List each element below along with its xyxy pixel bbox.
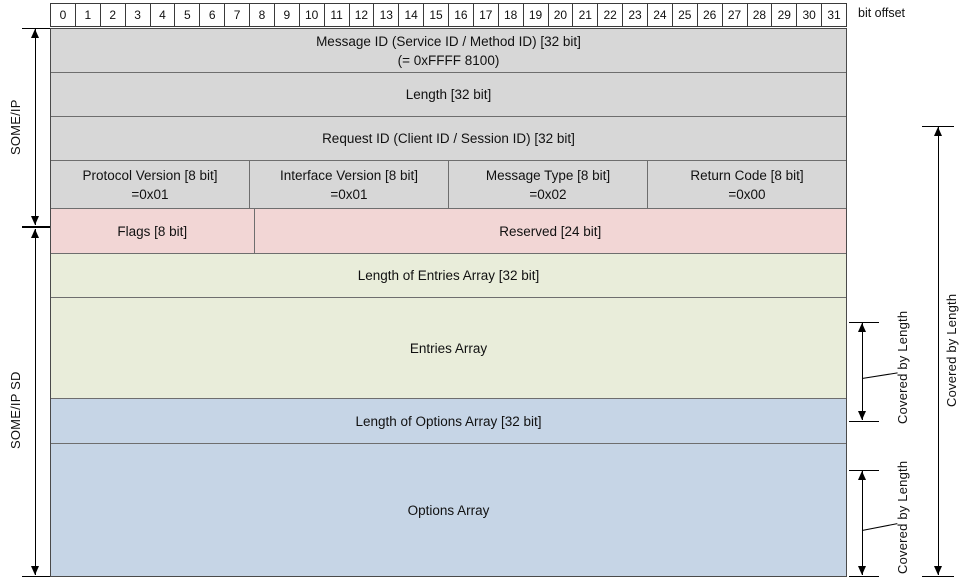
field-title: Length of Options Array [32 bit] xyxy=(355,413,542,429)
packet-field-cell: Flags [8 bit] xyxy=(51,209,255,253)
bit-offset-cell: 0 xyxy=(51,4,76,26)
packet-field-cell: Options Array xyxy=(51,444,846,576)
field-value: =0x02 xyxy=(529,186,567,202)
bit-offset-cell: 2 xyxy=(101,4,126,26)
bit-offset-cell: 20 xyxy=(549,4,574,26)
packet-field-cell: Length of Entries Array [32 bit] xyxy=(51,254,846,297)
options-covered-leader-line xyxy=(861,523,898,531)
bit-offset-cell: 23 xyxy=(623,4,648,26)
bit-offset-cell: 6 xyxy=(200,4,226,26)
packet-field-cell: Message Type [8 bit] =0x02 xyxy=(449,161,648,208)
bit-offset-cell: 22 xyxy=(598,4,624,26)
field-title: Request ID (Client ID / Session ID) [32 … xyxy=(322,131,575,146)
bit-offset-cell: 10 xyxy=(300,4,325,26)
field-title: Interface Version [8 bit] xyxy=(279,167,419,183)
bit-offset-cell: 15 xyxy=(424,4,449,26)
total-covered-by-length-label: Covered by Length xyxy=(944,293,959,407)
someip-span-arrow xyxy=(31,29,39,225)
field-title: Length [32 bit] xyxy=(405,87,492,102)
packet-field-cell: Length of Options Array [32 bit] xyxy=(51,399,846,443)
bit-offset-cell: 1 xyxy=(76,4,101,26)
entries-covered-bottom-tick xyxy=(849,421,879,422)
options-covered-bottom-tick xyxy=(849,576,879,577)
bit-offset-cell: 19 xyxy=(524,4,549,26)
entries-covered-top-tick xyxy=(849,322,879,323)
bit-offset-cell: 25 xyxy=(673,4,698,26)
options-covered-top-tick xyxy=(849,470,879,471)
someipsd-bracket-bottom-tick xyxy=(22,576,50,577)
field-value: (= 0xFFFF 8100) xyxy=(397,52,500,68)
bit-offset-cell: 26 xyxy=(698,4,723,26)
field-title: Return Code [8 bit] xyxy=(690,167,804,183)
bit-offset-cell: 14 xyxy=(399,4,425,26)
packet-row-message-id: Message ID (Service ID / Method ID) [32 … xyxy=(51,29,846,73)
bit-offset-cell: 12 xyxy=(350,4,375,26)
packet-field-cell: Interface Version [8 bit] =0x01 xyxy=(250,161,449,208)
bit-offset-cell: 29 xyxy=(772,4,798,26)
field-title: Message ID (Service ID / Method ID) [32 … xyxy=(316,33,581,49)
someip-section-label: SOME/IP xyxy=(8,99,23,155)
bit-offset-label: bit offset xyxy=(858,6,906,20)
field-title: Entries Array xyxy=(409,340,488,356)
bit-offset-cell: 18 xyxy=(499,4,524,26)
packet-field-cell: Protocol Version [8 bit] =0x01 xyxy=(51,161,250,208)
someip-bracket-bottom-tick xyxy=(22,226,50,227)
packet-row-length-of-options-array: Length of Options Array [32 bit] xyxy=(51,399,846,444)
bit-offset-cell: 17 xyxy=(474,4,499,26)
options-covered-arrow xyxy=(858,471,866,575)
packet-field-cell: Return Code [8 bit] =0x00 xyxy=(648,161,846,208)
bit-offset-cell: 31 xyxy=(827,8,841,22)
someip-bracket-top-tick xyxy=(22,28,50,29)
packet-field-cell: Request ID (Client ID / Session ID) [32 … xyxy=(51,117,846,160)
bit-offset-cell: 27 xyxy=(723,4,748,26)
field-title: Protocol Version [8 bit] xyxy=(82,167,218,183)
bit-offset-cell: 3 xyxy=(126,4,151,26)
bit-offset-cell: 4 xyxy=(151,4,176,26)
total-covered-top-tick xyxy=(922,126,954,127)
field-value: =0x00 xyxy=(728,186,766,202)
packet-row-request-id: Request ID (Client ID / Session ID) [32 … xyxy=(51,117,846,161)
field-value: =0x01 xyxy=(330,186,368,202)
packet-field-cell: Length [32 bit] xyxy=(51,73,846,116)
packet-row-options-array: Options Array xyxy=(51,444,846,576)
bit-offset-cell: 11 xyxy=(325,4,350,26)
someipsd-bracket-top-tick xyxy=(22,227,50,228)
packet-field-cell: Reserved [24 bit] xyxy=(254,209,846,253)
options-covered-by-length-label: Covered by Length xyxy=(895,460,910,574)
packet-row-flags-reserved: Flags [8 bit] Reserved [24 bit] xyxy=(51,209,846,254)
bit-offset-cell: 30 xyxy=(797,4,823,26)
total-covered-bottom-tick xyxy=(922,576,954,577)
bit-offset-cell: 5 xyxy=(175,4,201,26)
packet-row-entries-array: Entries Array xyxy=(51,298,846,399)
field-value: =0x01 xyxy=(131,186,169,202)
entries-covered-arrow xyxy=(858,323,866,420)
entries-covered-leader-line xyxy=(861,372,898,379)
field-title: Flags [8 bit] xyxy=(117,223,188,239)
field-title: Options Array xyxy=(407,502,490,518)
packet-field-cell: Entries Array xyxy=(51,298,846,398)
bit-offset-cell: 24 xyxy=(648,4,673,26)
total-covered-arrow xyxy=(934,127,942,575)
bit-offset-cell: 9 xyxy=(275,4,300,26)
field-title: Message Type [8 bit] xyxy=(485,167,611,183)
bit-offset-cell: 7 xyxy=(225,4,250,26)
field-title: Length of Entries Array [32 bit] xyxy=(357,268,540,283)
someipsd-span-arrow xyxy=(31,229,39,575)
bit-offset-cell: 8 xyxy=(250,4,275,26)
bit-offset-cell: 28 xyxy=(748,4,773,26)
packet-row-length-of-entries-array: Length of Entries Array [32 bit] xyxy=(51,254,846,298)
packet-structure-table: Message ID (Service ID / Method ID) [32 … xyxy=(50,28,847,577)
field-title: Reserved [24 bit] xyxy=(499,223,602,239)
bit-offset-cell: 13 xyxy=(374,4,400,26)
bit-offset-cell: 21 xyxy=(573,4,599,26)
someipsd-section-label: SOME/IP SD xyxy=(8,371,23,449)
packet-field-cell: Message ID (Service ID / Method ID) [32 … xyxy=(51,29,846,72)
entries-covered-by-length-label: Covered by Length xyxy=(895,310,910,424)
packet-row-length: Length [32 bit] xyxy=(51,73,846,117)
bit-offset-cell: 16 xyxy=(449,4,474,26)
